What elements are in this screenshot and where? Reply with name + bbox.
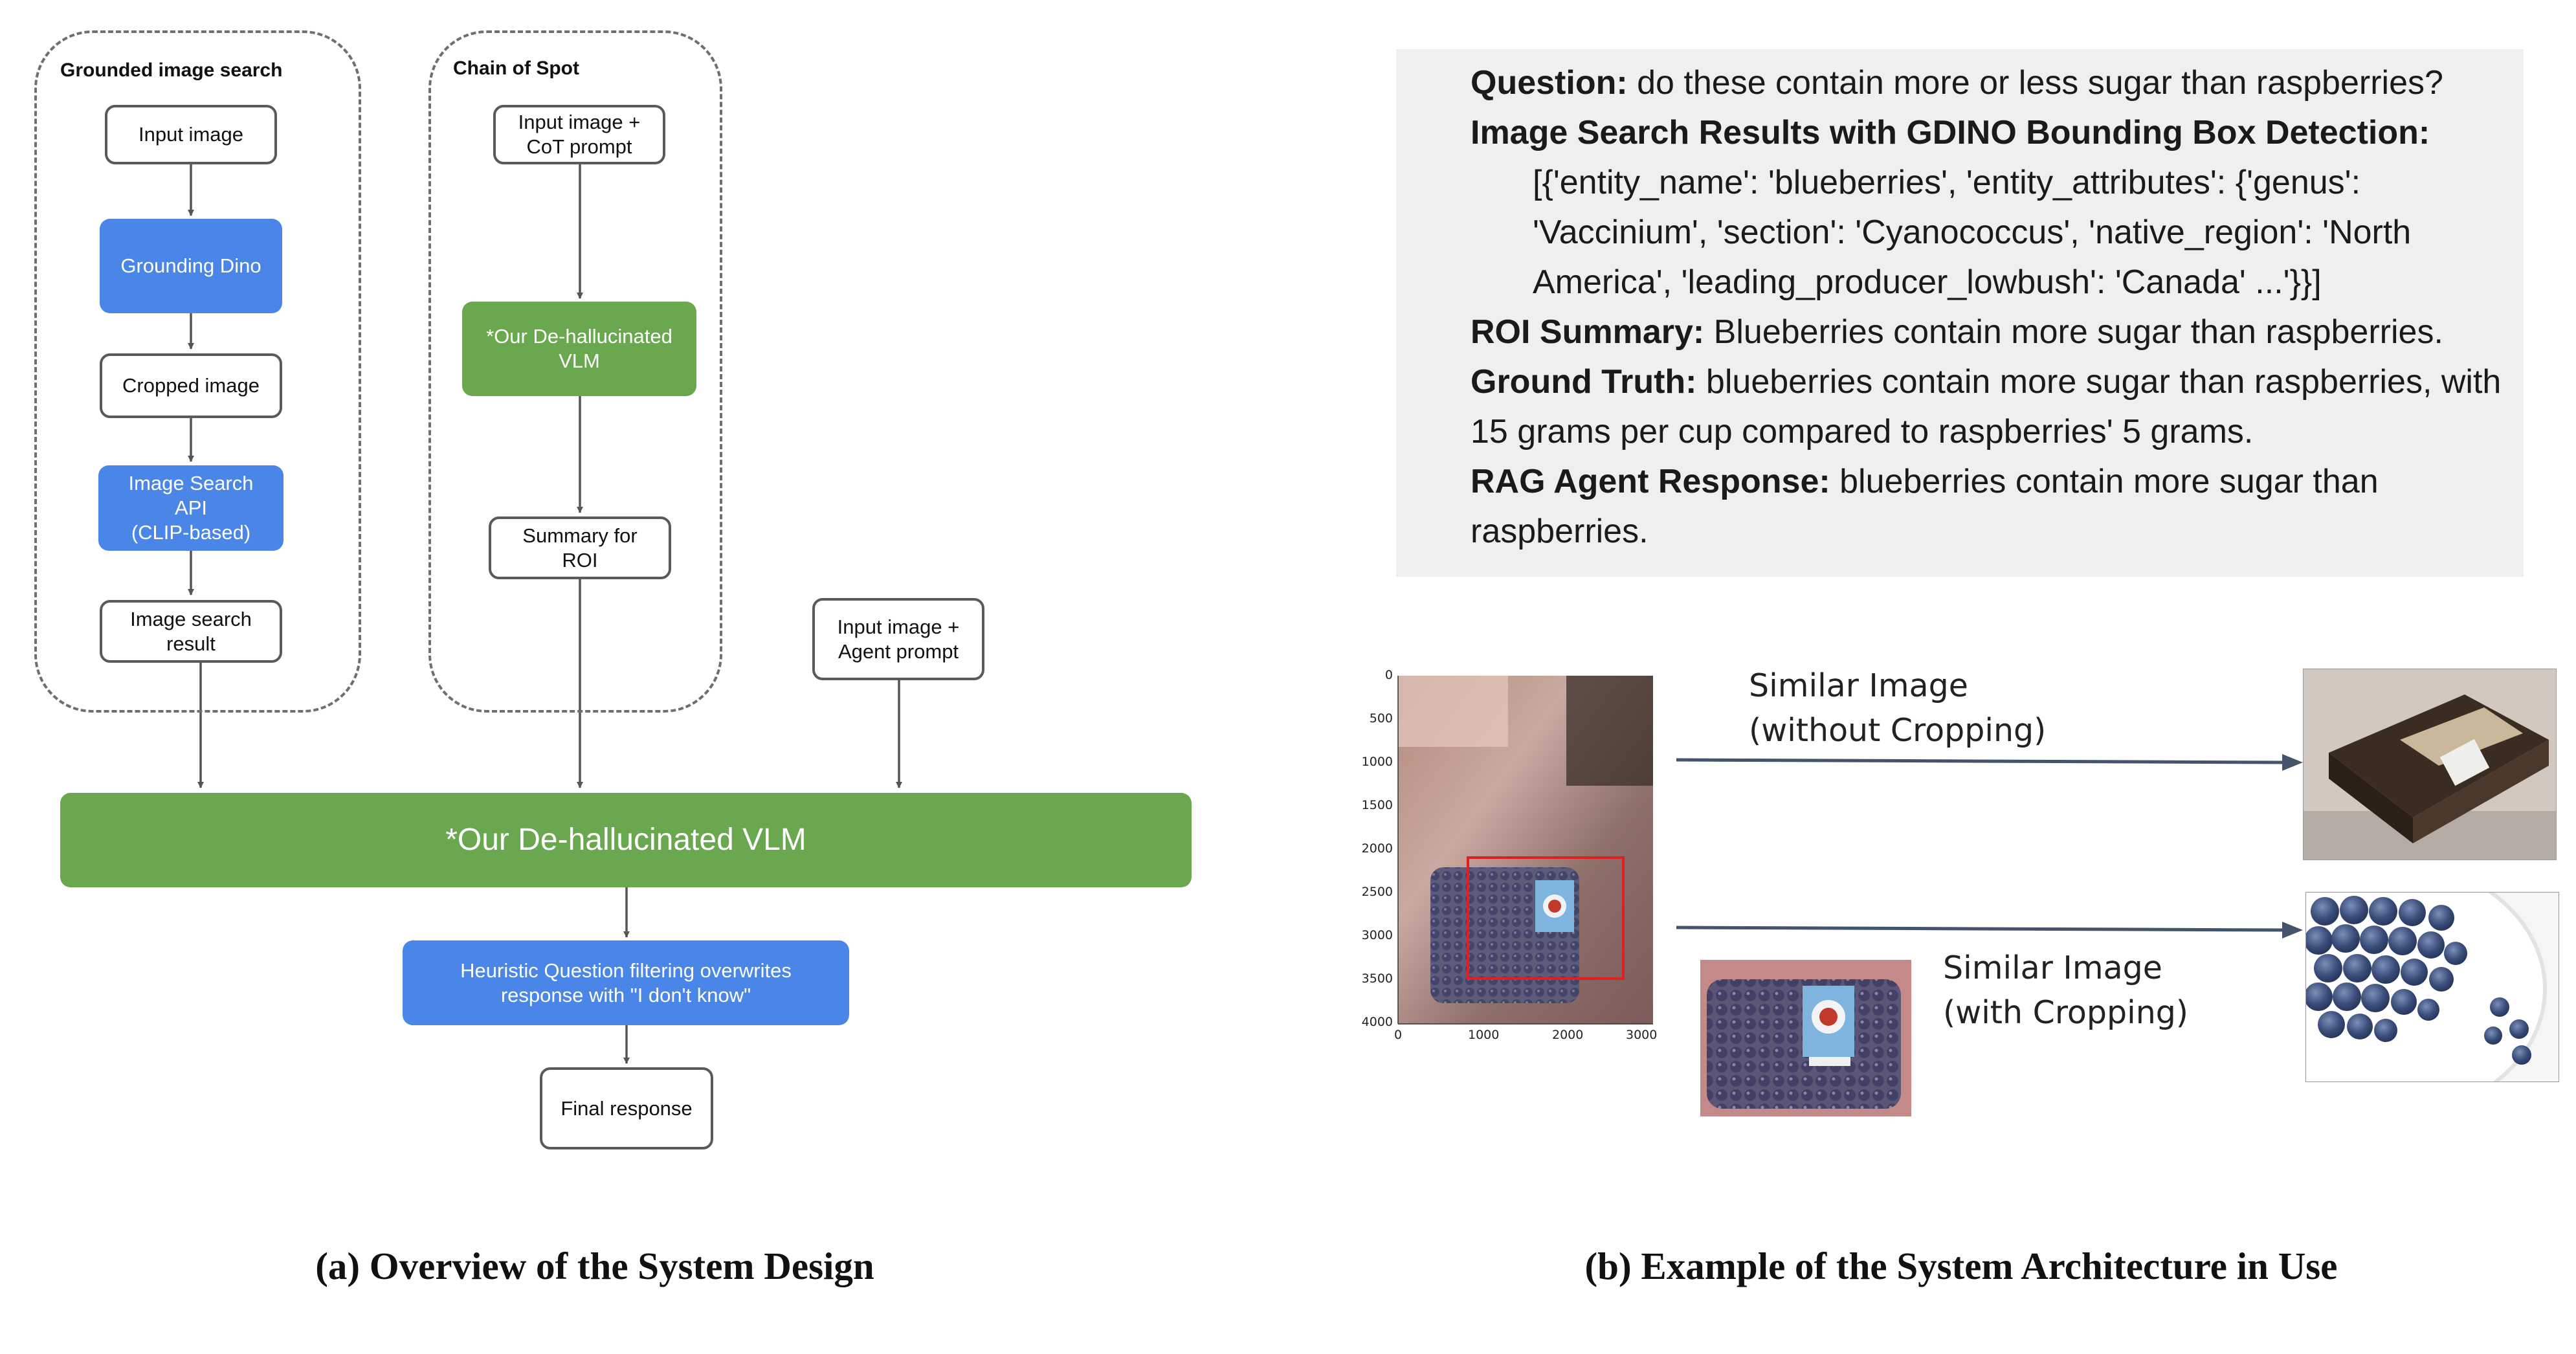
question-line: Question: do these contain more or less …: [1471, 58, 2519, 108]
x-tick-1000: 1000: [1468, 1028, 1500, 1042]
cropped-image-node: Cropped image: [100, 353, 282, 418]
caption-b: (b) Example of the System Architecture i…: [1584, 1245, 2338, 1287]
y-tick-4000: 4000: [1361, 1015, 1393, 1029]
y-tick-0: 0: [1384, 668, 1393, 682]
x-tick-2000: 2000: [1552, 1028, 1584, 1042]
grounding-dino-node: Grounding Dino: [100, 219, 282, 313]
similar-image-without-cropping: [2303, 669, 2557, 860]
y-tick-2000: 2000: [1361, 841, 1393, 856]
heuristic-filter-node: Heuristic Question filtering overwrites …: [403, 940, 849, 1025]
caption-a: (a) Overview of the System Design: [315, 1245, 874, 1287]
question-text: do these contain more or less sugar than…: [1627, 64, 2443, 102]
search-label: Image Search Results with GDINO Bounding…: [1471, 114, 2430, 151]
similar-without-cropping-label: Similar Image (without Cropping): [1749, 667, 2047, 749]
input-image-node: Input image: [105, 105, 277, 164]
y-tick-2500: 2500: [1361, 885, 1393, 899]
qa-panel: [1396, 49, 2524, 577]
cropped-thumbnail: [1700, 960, 1911, 1116]
dehallucinated-vlm-main-node: *Our De-hallucinated VLM: [60, 793, 1192, 887]
summary-roi-node: Summary for ROI: [489, 516, 671, 579]
x-tick-labels: 0 1000 2000 3000: [1359, 1028, 1696, 1047]
x-tick-0: 0: [1394, 1028, 1403, 1042]
final-response-node: Final response: [540, 1067, 713, 1149]
ground-truth-line: Ground Truth: blueberries contain more s…: [1471, 357, 2519, 457]
similar-with-cropping-label: Similar Image (with Cropping): [1943, 949, 2189, 1031]
input-cot-node: Input image + CoT prompt: [493, 105, 665, 164]
grounded-image-search-title: Grounded image search: [60, 60, 283, 81]
ground-truth-text: blueberries contain more sugar than rasp…: [1471, 363, 2502, 450]
question-label: Question:: [1471, 64, 1628, 102]
image-search-result-node: Image search result: [100, 600, 282, 663]
y-tick-500: 500: [1369, 711, 1393, 726]
image-search-api-node: Image Search API (CLIP-based): [98, 465, 283, 551]
y-tick-1000: 1000: [1361, 755, 1393, 769]
y-tick-3000: 3000: [1361, 928, 1393, 942]
dehallucinated-vlm-small-node: *Our De-hallucinated VLM: [462, 302, 696, 396]
y-tick-1500: 1500: [1361, 798, 1393, 812]
detection-plot: [1397, 676, 1653, 1025]
search-results-text: [{'entity_name': 'blueberries', 'entity_…: [1533, 164, 2412, 301]
similar-image-with-cropping: [2305, 892, 2559, 1082]
ground-truth-label: Ground Truth:: [1471, 363, 1697, 401]
roi-box: [1467, 856, 1625, 980]
y-tick-labels: 0 500 1000 1500 2000 2500 3000 3500 4000: [1359, 660, 1398, 1049]
roi-line: ROI Summary: Blueberries contain more su…: [1471, 307, 2519, 357]
qa-text: Question: do these contain more or less …: [1471, 58, 2519, 557]
rag-text: blueberries contain more sugar than rasp…: [1471, 463, 2379, 550]
x-tick-3000: 3000: [1626, 1028, 1658, 1042]
roi-label: ROI Summary:: [1471, 313, 1705, 351]
roi-text: Blueberries contain more sugar than rasp…: [1704, 313, 2443, 351]
chain-of-spot-title: Chain of Spot: [453, 58, 579, 79]
input-agent-node: Input image + Agent prompt: [812, 598, 984, 680]
y-tick-3500: 3500: [1361, 971, 1393, 986]
search-label-line: Image Search Results with GDINO Bounding…: [1471, 108, 2519, 158]
grounded-image-search-group: [34, 30, 361, 713]
rag-line: RAG Agent Response: blueberries contain …: [1471, 457, 2519, 557]
rag-label: RAG Agent Response:: [1471, 463, 1830, 500]
chain-of-spot-group: [428, 30, 722, 713]
